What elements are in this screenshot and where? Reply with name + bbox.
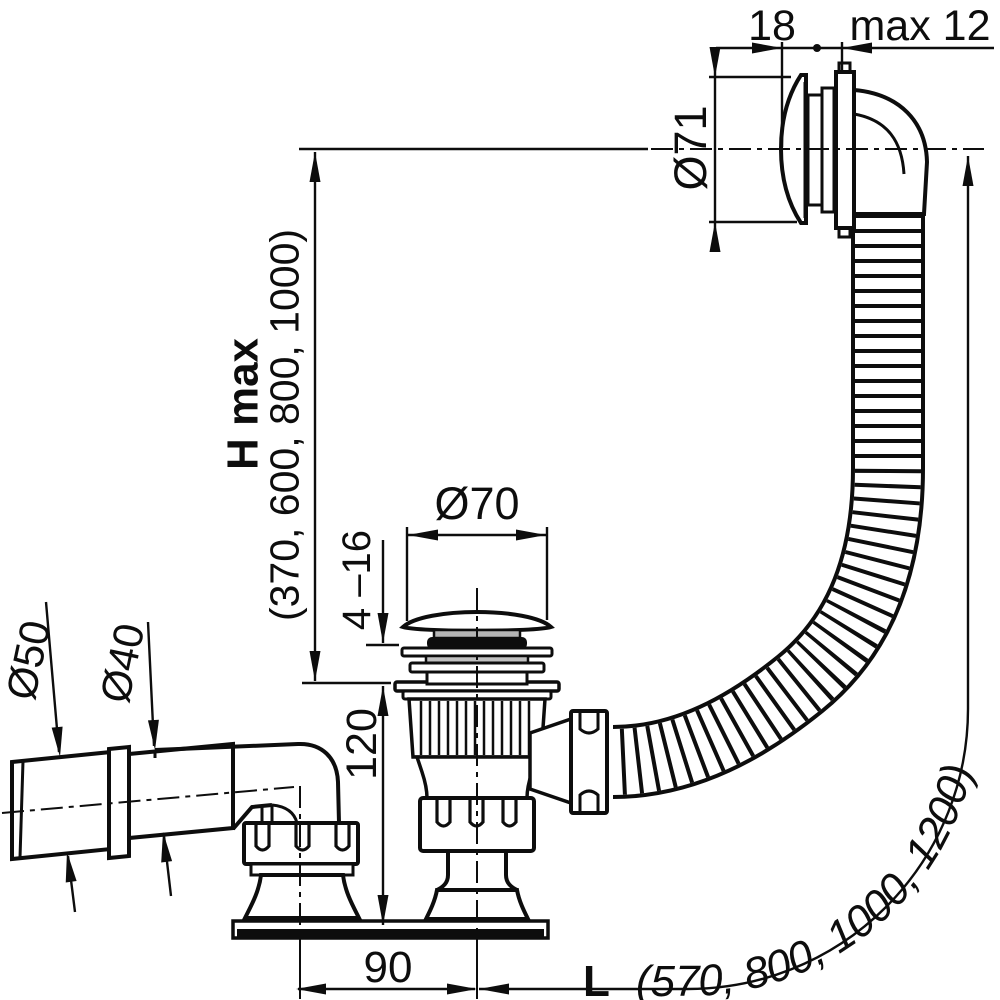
arrow-down-icon	[51, 726, 63, 757]
elbow-outer-edge	[154, 741, 341, 824]
arrow-right-icon	[752, 42, 782, 54]
overflow-cap-dome	[778, 73, 808, 225]
elbow-inner-curve	[271, 803, 299, 824]
arrow-left-icon	[296, 983, 326, 995]
arrow-down-icon	[309, 651, 321, 681]
arrow-down-icon	[147, 719, 159, 750]
dim-18-label: 18	[748, 2, 796, 50]
dim-dot	[813, 44, 821, 52]
base-plate-band	[237, 929, 544, 937]
union-nut-castellations	[578, 712, 600, 812]
left-nut-castellations	[254, 824, 351, 852]
ext-lines-18-max12	[780, 42, 844, 147]
arrow-up-icon	[309, 152, 321, 182]
ext-lines-d71	[709, 75, 797, 224]
arrow-up-icon	[65, 852, 77, 883]
arrow-left-icon	[842, 42, 872, 54]
overflow-elbow	[852, 87, 930, 216]
hose-length-values: (570, 800, 1000, 1200)	[636, 759, 983, 1000]
arrow-up-icon	[962, 156, 974, 186]
dim-d71-label: Ø71	[665, 105, 716, 190]
arrow-right-icon	[447, 983, 477, 995]
base-plate	[231, 919, 550, 940]
arrow-down-icon	[377, 895, 389, 925]
outlet-pipe-end-line	[18, 760, 25, 859]
elbow-lower-edge	[231, 803, 273, 831]
dim-90-label: 90	[364, 943, 413, 992]
dim-d70-label: Ø70	[434, 478, 519, 529]
dimensions	[44, 42, 994, 995]
dim-4-16-label: 4 –16	[335, 530, 379, 630]
dim-d40-label: Ø40	[91, 619, 153, 706]
arrow-left-icon	[408, 529, 438, 541]
arrow-down-icon	[377, 613, 389, 643]
dim-120-label: 120	[338, 708, 386, 780]
dim-hmax-values: (370, 600, 800, 1000)	[261, 229, 307, 621]
side-port-cone	[528, 716, 573, 806]
hose-union-nut	[569, 709, 609, 815]
dim-line-hose-length	[479, 156, 970, 991]
arrow-left-icon	[479, 983, 509, 995]
ext-lines-d70	[405, 527, 549, 621]
outlet-pipe-centerline	[1, 786, 295, 814]
arrow-down-icon	[709, 47, 721, 77]
dim-hmax-label: H max	[218, 337, 267, 470]
dim-lines-d50-d40	[44, 601, 173, 913]
overflow-elbow-inner-line	[853, 112, 906, 175]
arrow-right-icon	[516, 529, 546, 541]
drain-assembly	[393, 680, 609, 921]
centerlines	[1, 148, 984, 999]
strainer-ribs	[419, 701, 531, 755]
hose-ribs	[612, 214, 921, 795]
flexible-hose	[611, 214, 925, 799]
left-bell-base	[241, 873, 363, 920]
arrow-up-icon	[709, 222, 721, 252]
dim-max12-label: max 12	[849, 2, 990, 50]
dim-d50-label: Ø50	[0, 616, 59, 703]
hose-length-letter: L	[583, 957, 610, 1000]
outlet-pipe-d40	[127, 741, 235, 841]
arrow-up-icon	[377, 686, 389, 716]
arrow-up-icon	[161, 832, 173, 863]
elbow-spout-lines	[260, 805, 274, 823]
